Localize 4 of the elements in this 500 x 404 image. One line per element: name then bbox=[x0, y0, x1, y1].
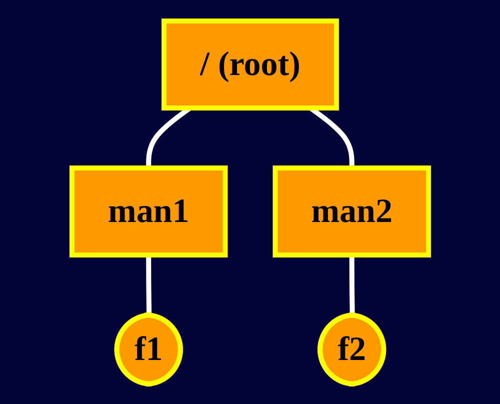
connector bbox=[349, 254, 355, 316]
node-box: man1 bbox=[69, 165, 228, 257]
connector bbox=[146, 254, 152, 316]
node-box: man2 bbox=[272, 165, 431, 257]
